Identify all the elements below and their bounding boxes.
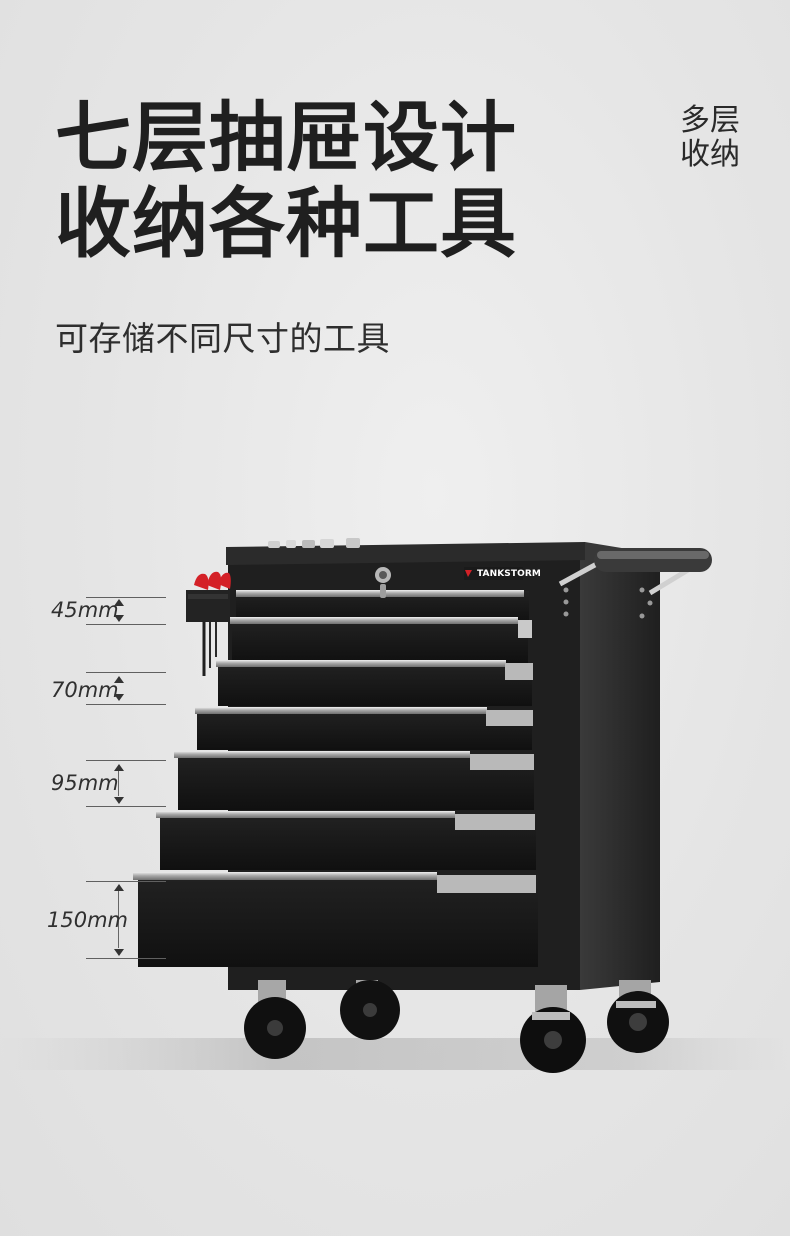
down-arrow-icon xyxy=(114,694,124,701)
side-tag-line-1: 多层 xyxy=(680,103,740,138)
side-handle-icon xyxy=(558,548,712,596)
headline-line-2: 收纳各种工具 xyxy=(55,179,517,268)
up-arrow-icon xyxy=(114,599,124,606)
measurement-stem xyxy=(118,890,119,948)
headline: 七层抽屉设计 收纳各种工具 xyxy=(55,95,517,267)
drawer-6[interactable] xyxy=(156,811,536,870)
top-tool-tray-icons xyxy=(268,538,360,548)
up-arrow-icon xyxy=(114,764,124,771)
caster-wheel-right-rear xyxy=(607,980,669,1053)
rear-screws xyxy=(563,587,653,619)
caster-wheel-left-front xyxy=(244,980,306,1059)
up-arrow-icon xyxy=(114,676,124,683)
drawer-7[interactable] xyxy=(133,872,538,967)
measurement-bottom-line xyxy=(86,806,166,807)
measurement-label: 70mm xyxy=(51,678,119,702)
down-arrow-icon xyxy=(114,949,124,956)
measurement-top-line xyxy=(86,760,166,761)
caster-wheel-left-rear xyxy=(340,980,400,1040)
brand-label: TANKSTORM xyxy=(477,569,541,579)
side-tag: 多层 收纳 xyxy=(677,104,743,172)
measurement-top-line xyxy=(86,881,166,882)
measurement-label: 95mm xyxy=(51,771,119,795)
down-arrow-icon xyxy=(114,615,124,622)
lock-icon xyxy=(375,567,391,598)
brand-badge xyxy=(464,567,523,580)
cabinet-top-lid xyxy=(226,542,585,565)
measurement-top-line xyxy=(86,672,166,673)
measurement-bottom-line xyxy=(86,624,166,625)
measurement-top-line xyxy=(86,597,166,598)
measurement-bottom-line xyxy=(86,704,166,705)
down-arrow-icon xyxy=(114,797,124,804)
subtitle: 可存储不同尺寸的工具 xyxy=(55,319,390,358)
left-side-tool-holder xyxy=(186,571,231,676)
caster-wheel-right-front xyxy=(520,985,586,1073)
floor-shadow xyxy=(0,1038,790,1070)
measurement-bottom-line xyxy=(86,958,166,959)
headline-line-1: 七层抽屉设计 xyxy=(55,93,517,182)
drawer-5[interactable] xyxy=(174,751,534,810)
drawer-4[interactable] xyxy=(195,707,533,750)
side-tag-line-2: 收纳 xyxy=(680,137,740,172)
measurement-stem xyxy=(118,769,119,796)
measurement-label: 150mm xyxy=(47,908,128,932)
drawer-3[interactable] xyxy=(216,660,533,706)
measurement-label: 45mm xyxy=(51,598,119,622)
up-arrow-icon xyxy=(114,884,124,891)
drawer-2[interactable] xyxy=(230,617,532,663)
cabinet-side-panel xyxy=(580,553,660,990)
